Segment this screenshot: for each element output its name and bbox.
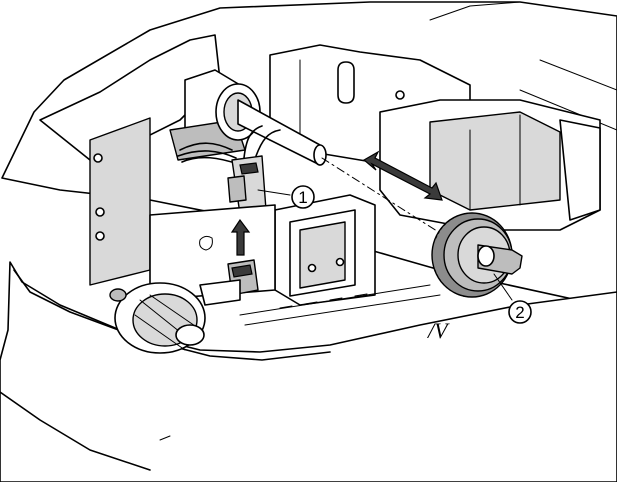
callout-1-label: 1 [298,188,307,207]
gear-motor [109,279,241,354]
screw [95,231,105,241]
removal-arrow [362,150,443,201]
frame-slot [337,61,355,104]
connector-wire [243,125,263,159]
housing-mark: /V [426,318,450,343]
callout-2: 2 [508,300,532,324]
screw [95,207,105,217]
leader-line-2 [493,273,513,301]
upward-arrow [230,218,251,256]
screw [93,153,103,163]
left-side-plate [89,117,151,286]
leader-lines [257,189,513,301]
callout-1: 1 [291,185,315,209]
chassis-front-panel [0,261,617,482]
callout-2-label: 2 [515,303,524,322]
motor-block [379,99,601,231]
gear-teeth-marks [435,212,471,239]
gear-part [431,212,523,298]
connector-part [227,125,281,215]
leader-line-1 [257,189,291,196]
base-rails [239,284,441,326]
chassis-bottom-edge [0,391,151,471]
drive-shaft [215,83,471,253]
